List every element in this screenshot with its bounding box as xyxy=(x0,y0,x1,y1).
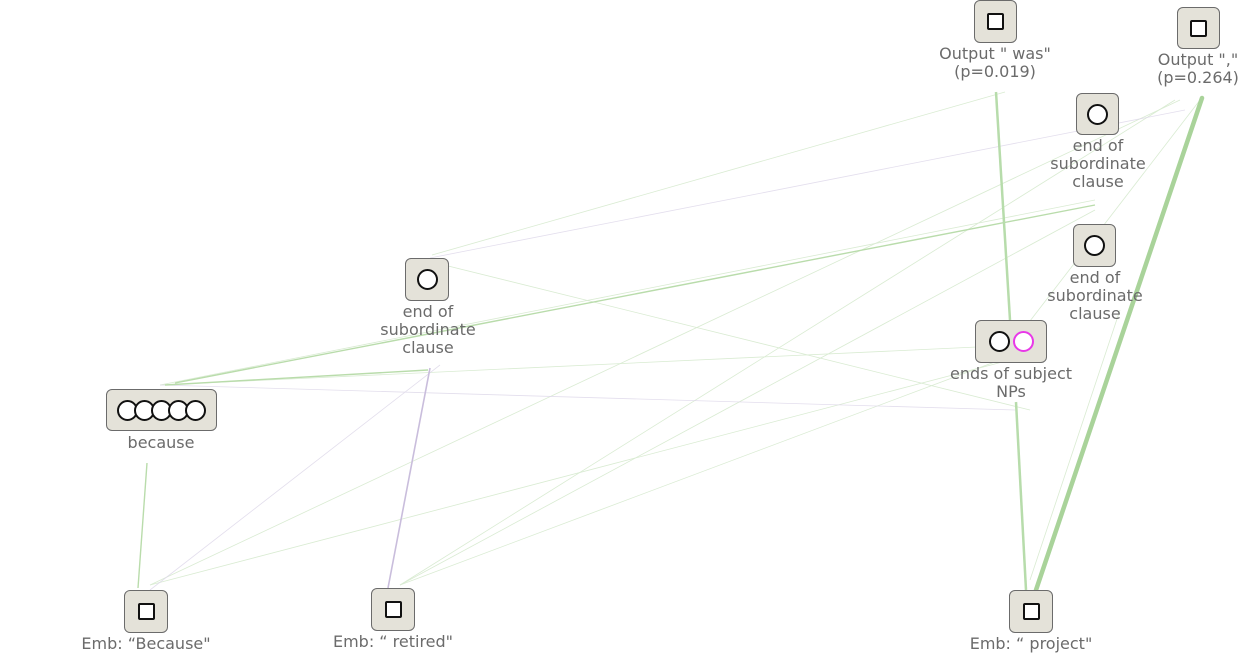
embedding-square-icon xyxy=(137,603,155,620)
edge xyxy=(174,204,1096,384)
edge xyxy=(149,364,441,591)
edge xyxy=(1014,401,1028,591)
feature-node-ends-np[interactable] xyxy=(975,320,1047,363)
edge xyxy=(164,369,429,386)
edge xyxy=(429,109,1186,259)
edge xyxy=(399,99,1176,586)
embedding-node-retired[interactable] xyxy=(371,588,415,631)
feature-node-because[interactable] xyxy=(106,389,217,431)
edge xyxy=(159,344,1021,386)
edge xyxy=(994,91,1012,321)
feature-circle-icon xyxy=(416,269,438,290)
feature-label-because: because xyxy=(127,433,195,452)
edge xyxy=(1029,309,1121,581)
edge xyxy=(431,91,1006,256)
edge xyxy=(399,359,1001,586)
edge xyxy=(399,209,1096,586)
feature-node-esc-mid[interactable] xyxy=(405,258,449,301)
edge xyxy=(149,359,1011,586)
feature-label-esc-right-2: end of subordinate clause xyxy=(1047,268,1143,323)
output-square-icon xyxy=(1190,19,1207,37)
embedding-label-project: Emb: “ project" xyxy=(969,634,1093,653)
embedding-square-icon xyxy=(1022,603,1040,620)
feature-node-esc-right-2[interactable] xyxy=(1073,224,1116,267)
feature-circle-icon xyxy=(1084,235,1105,256)
highlighted-circle-icon xyxy=(1012,331,1034,352)
edge-strong xyxy=(1033,95,1205,593)
feature-label-esc-right-1: end of subordinate clause xyxy=(1050,136,1146,191)
embedding-square-icon xyxy=(384,601,402,618)
edge xyxy=(431,261,1031,411)
output-comma-label: Output "," (p=0.264) xyxy=(1157,50,1239,87)
output-was-node[interactable] xyxy=(974,0,1017,43)
edge xyxy=(159,384,1016,411)
embedding-node-because[interactable] xyxy=(124,590,168,633)
feature-circle-icon xyxy=(185,399,206,421)
edge xyxy=(149,99,1181,586)
edge xyxy=(159,199,1096,386)
embedding-label-retired: Emb: “ retired" xyxy=(332,632,454,651)
feature-circle-icon xyxy=(1087,103,1108,125)
feature-label-esc-mid: end of subordinate clause xyxy=(380,302,476,357)
feature-label-ends-np: ends of subject NPs xyxy=(949,364,1073,401)
output-comma-node[interactable] xyxy=(1177,7,1220,49)
edge xyxy=(137,462,148,589)
embedding-label-because: Emb: “Because" xyxy=(81,634,211,653)
output-square-icon xyxy=(987,13,1004,30)
embedding-node-project[interactable] xyxy=(1009,590,1053,633)
edge xyxy=(387,367,431,589)
feature-node-esc-right-1[interactable] xyxy=(1076,93,1119,135)
output-was-label: Output " was" (p=0.019) xyxy=(939,44,1051,81)
feature-circle-icon xyxy=(988,331,1010,352)
